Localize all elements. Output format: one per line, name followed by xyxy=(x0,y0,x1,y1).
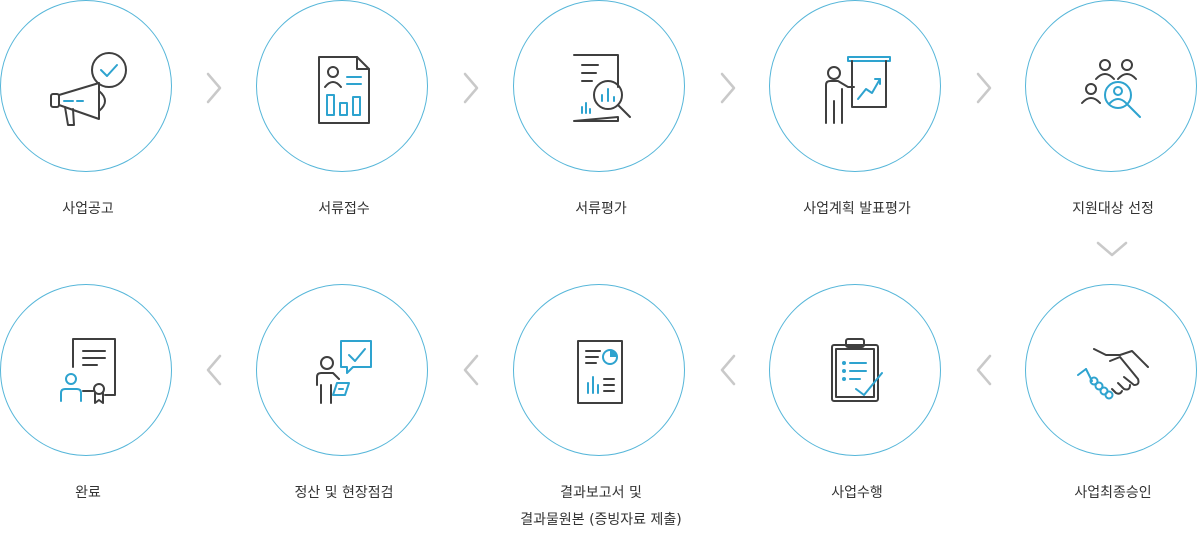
step-5: 지원대상 선정 xyxy=(1025,0,1200,217)
step-circle xyxy=(513,0,685,172)
report-document-icon xyxy=(577,340,623,404)
step-label: 사업수행 xyxy=(831,485,883,501)
handshake-icon xyxy=(1077,348,1149,400)
step-circle xyxy=(0,0,172,172)
arrow-left-icon xyxy=(716,352,740,388)
step-7: 사업수행 xyxy=(769,284,945,501)
step-circle xyxy=(769,0,941,172)
document-chart-icon xyxy=(318,56,370,124)
step-2: 서류접수 xyxy=(256,0,432,217)
document-magnifier-icon xyxy=(573,54,631,122)
people-search-icon xyxy=(1081,59,1141,118)
arrow-right-icon xyxy=(972,70,996,106)
megaphone-check-icon xyxy=(50,52,127,126)
arrow-right-icon xyxy=(202,70,226,106)
arrow-down-icon xyxy=(1094,237,1130,261)
step-circle xyxy=(256,0,428,172)
presentation-board-icon xyxy=(825,56,891,124)
arrow-left-icon xyxy=(459,352,483,388)
step-4: 사업계획 발표평가 xyxy=(769,0,945,217)
step-label: 사업계획 발표평가 xyxy=(803,201,911,217)
step-label: 서류평가 xyxy=(575,201,627,217)
arrow-right-icon xyxy=(459,70,483,106)
step-circle xyxy=(1025,284,1197,456)
step-circle xyxy=(0,284,172,456)
arrow-left-icon xyxy=(202,352,226,388)
step-circle xyxy=(256,284,428,456)
arrow-left-icon xyxy=(972,352,996,388)
step-9: 정산 및 현장점검 xyxy=(256,284,432,501)
clipboard-check-icon xyxy=(831,338,883,402)
step-label: 지원대상 선정 xyxy=(1072,201,1154,217)
step-10: 완료 xyxy=(0,284,176,501)
step-label: 정산 및 현장점검 xyxy=(294,485,394,501)
step-1: 사업공고 xyxy=(0,0,176,217)
step-label: 사업공고 xyxy=(62,201,114,217)
step-3: 서류평가 xyxy=(513,0,689,217)
step-circle xyxy=(769,284,941,456)
step-label: 완료 xyxy=(75,485,101,501)
step-6: 사업최종승인 xyxy=(1025,284,1200,501)
step-label: 서류접수 xyxy=(318,201,370,217)
step-label: 사업최종승인 xyxy=(1074,485,1152,501)
arrow-right-icon xyxy=(716,70,740,106)
step-circle xyxy=(513,284,685,456)
certificate-icon xyxy=(60,338,116,404)
step-circle xyxy=(1025,0,1197,172)
inspector-check-icon xyxy=(316,340,372,404)
